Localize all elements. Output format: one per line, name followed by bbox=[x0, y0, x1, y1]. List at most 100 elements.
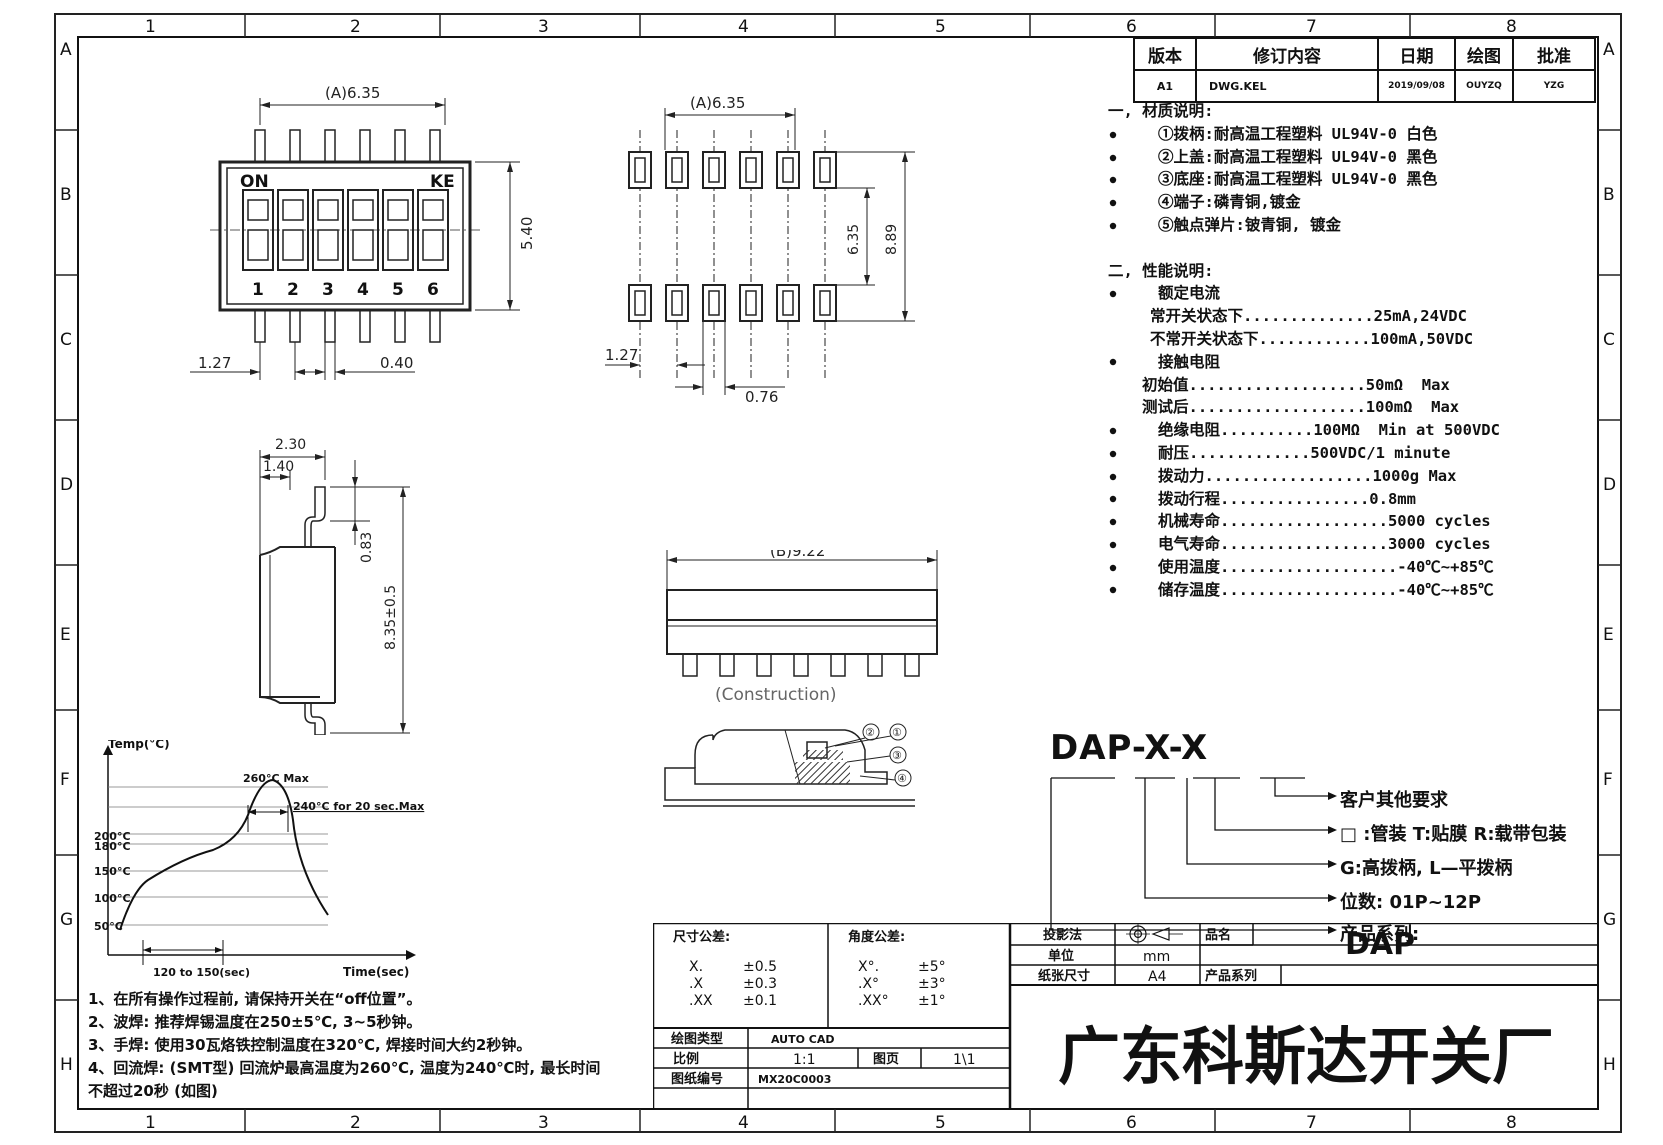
perf-item: 拨动力..................1000g Max bbox=[1158, 466, 1457, 485]
callout-label: ② bbox=[865, 726, 875, 739]
pos-label: 4 bbox=[357, 280, 369, 300]
grid-col-label: 6 bbox=[1126, 17, 1137, 37]
reflow-y-label: Temp(°C) bbox=[108, 740, 170, 751]
grid-col-label: 5 bbox=[935, 17, 946, 37]
scale-label: 比例 bbox=[673, 1051, 699, 1067]
grid-row-label: B bbox=[1603, 185, 1615, 205]
rev-cell-version: A1 bbox=[1133, 69, 1197, 103]
dim-smt-outer: 8.89 bbox=[884, 224, 900, 255]
dim-tol-key: .X bbox=[689, 976, 703, 992]
grid-col-label: 5 bbox=[935, 1113, 946, 1133]
perf-cr-after: 测试后...................100mΩ Max bbox=[1142, 398, 1460, 417]
drawing-no-label: 图纸编号 bbox=[671, 1071, 723, 1087]
perf-item: 耐压.............500VDC/1 minute bbox=[1158, 443, 1451, 462]
dim-pitch: 1.27 bbox=[198, 354, 231, 372]
note-item: 2、波焊: 推荐焊锡温度在250±5℃, 3~5秒钟。 bbox=[88, 1013, 422, 1031]
perf-rc-abnormal: 不常开关状态下............100mA,50VDC bbox=[1150, 329, 1474, 348]
perf-rc-normal: 常开关状态下..............25mA,24VDC bbox=[1150, 307, 1467, 326]
perf-rated-current: 额定电流 bbox=[1158, 284, 1221, 303]
dim-side-w2: 1.40 bbox=[263, 459, 294, 475]
perf-item: 储存温度...................-40℃~+85℃ bbox=[1158, 580, 1494, 599]
unit-value: mm bbox=[1143, 949, 1170, 965]
note-item: 4、回流焊: (SMT型) 回流炉最高温度为260℃, 温度为240℃时, 最长… bbox=[88, 1059, 601, 1077]
material-item: ②上盖:耐高温工程塑料 UL94V-0 黑色 bbox=[1158, 147, 1438, 166]
perf-item: 电气寿命..................3000 cycles bbox=[1158, 535, 1491, 554]
paper-label: 纸张尺寸 bbox=[1038, 968, 1090, 984]
callout-label: ④ bbox=[897, 772, 907, 785]
code-line-custom: 客户其他要求 bbox=[1340, 790, 1448, 811]
grid-col-label: 4 bbox=[738, 17, 749, 37]
software-value: AUTO CAD bbox=[771, 1033, 835, 1046]
dim-tol-value: ±0.1 bbox=[743, 993, 777, 1009]
reflow-duration: 120 to 150(sec) bbox=[153, 966, 250, 979]
grid-row-label: E bbox=[1603, 625, 1614, 645]
grid-row-label: H bbox=[60, 1055, 73, 1075]
reflow-tick: 50°C bbox=[94, 920, 123, 933]
reflow-tick: 180°C bbox=[94, 840, 131, 853]
material-title: 一, 材质说明: bbox=[1108, 102, 1214, 120]
dim-side-h2: 8.35±0.5 bbox=[383, 585, 399, 650]
perf-item: 拨动行程................0.8mm bbox=[1158, 489, 1416, 508]
dim-tol-label: 尺寸公差: bbox=[673, 929, 730, 945]
reflow-tick: 100°C bbox=[94, 892, 131, 905]
rev-cell-approved: YZG bbox=[1512, 69, 1596, 103]
pos-label: 6 bbox=[427, 280, 439, 300]
note-item: 不超过20秒 (如图) bbox=[88, 1082, 218, 1100]
ang-tol-key: .X° bbox=[858, 976, 879, 992]
dim-pin-width: 0.40 bbox=[380, 354, 413, 372]
spec-list: 一, 材质说明: ①拨柄:耐高温工程塑料 UL94V-0 白色 ②上盖:耐高温工… bbox=[1108, 100, 1500, 602]
rev-cell-content: DWG.KEL bbox=[1195, 69, 1379, 103]
grid-row-label: C bbox=[60, 330, 72, 350]
ang-tol-key: X°. bbox=[858, 959, 879, 975]
reflow-hold: 240°C for 20 sec.Max bbox=[293, 800, 424, 813]
note-item: 3、手焊: 使用30瓦烙铁控制温度在320℃, 焊接时间大约2秒钟。 bbox=[88, 1036, 532, 1054]
grid-col-label: 7 bbox=[1306, 1113, 1317, 1133]
dim-smt-inner: 6.35 bbox=[846, 224, 862, 255]
grid-col-label: 3 bbox=[538, 17, 549, 37]
drawing-no-value: MX20C0003 bbox=[758, 1073, 831, 1086]
top-view-drawing: (A)6.35 ON KE 1 2 3 4 5 6 5.40 bbox=[190, 84, 536, 380]
grid-col-label: 1 bbox=[145, 17, 156, 37]
dim-tol-key: X. bbox=[689, 959, 703, 975]
rev-header-date: 日期 bbox=[1377, 37, 1456, 71]
dim-side-w1: 2.30 bbox=[275, 437, 306, 453]
material-item: ⑤触点弹片:铍青铜, 镀金 bbox=[1158, 215, 1341, 234]
unit-label: 单位 bbox=[1048, 948, 1074, 964]
ang-tol-label: 角度公差: bbox=[848, 929, 905, 945]
spec-bullets bbox=[1109, 131, 1117, 594]
rev-header-approved: 批准 bbox=[1512, 37, 1596, 71]
reflow-x-label: Time(sec) bbox=[343, 965, 409, 979]
code-line-actuator: G:高拨柄, L—平拨柄 bbox=[1340, 858, 1513, 879]
footprint-drawing: (A)6.35 6.35 8.89 1.27 0.76 bbox=[605, 94, 915, 406]
scale-value: 1:1 bbox=[793, 1052, 816, 1068]
grid-row-label: G bbox=[1603, 910, 1616, 930]
rev-cell-drawn: OUYZQ bbox=[1454, 69, 1514, 103]
dim-tol-key: .XX bbox=[689, 993, 713, 1009]
rev-header-version: 版本 bbox=[1133, 37, 1197, 71]
title-block: 尺寸公差: 角度公差: 投影法 单位 纸张尺寸 品名 产品系列 绘图类型 比例 … bbox=[653, 923, 1598, 1109]
note-item: 1、在所有操作过程前, 请保持开关在“off位置”。 bbox=[88, 990, 422, 1008]
rev-header-drawn: 绘图 bbox=[1454, 37, 1514, 71]
software-label: 绘图类型 bbox=[671, 1031, 723, 1047]
rev-header-content: 修订内容 bbox=[1195, 37, 1379, 71]
page-value: 1\1 bbox=[953, 1052, 976, 1068]
code-line-series: 产品系列: bbox=[1340, 924, 1420, 945]
callout-label: ① bbox=[892, 726, 902, 739]
dim-top-width: (A)6.35 bbox=[325, 84, 380, 102]
material-item: ③底座:耐高温工程塑料 UL94V-0 黑色 bbox=[1158, 170, 1438, 189]
side-view-drawing: 2.30 1.40 0.83 8.35±0.5 bbox=[259, 437, 410, 735]
dim-smt-pad: 0.76 bbox=[745, 388, 778, 406]
series-label: 产品系列 bbox=[1205, 968, 1257, 984]
dim-top-height: 5.40 bbox=[518, 217, 536, 250]
grid-col-label: 7 bbox=[1306, 17, 1317, 37]
grid-row-label: A bbox=[1603, 40, 1615, 60]
front-view-drawing: (B)9.22 (Construction) ② ① ③ ④ bbox=[663, 550, 938, 807]
code-line-positions: 位数: 01P~12P bbox=[1340, 892, 1482, 913]
pos-label: 5 bbox=[392, 280, 404, 300]
dim-side-h1: 0.83 bbox=[359, 532, 375, 563]
ang-tol-key: .XX° bbox=[858, 993, 889, 1009]
grid-col-label: 6 bbox=[1126, 1113, 1137, 1133]
pos-label: 3 bbox=[322, 280, 334, 300]
callout-label: ③ bbox=[892, 749, 902, 762]
grid-col-label: 1 bbox=[145, 1113, 156, 1133]
